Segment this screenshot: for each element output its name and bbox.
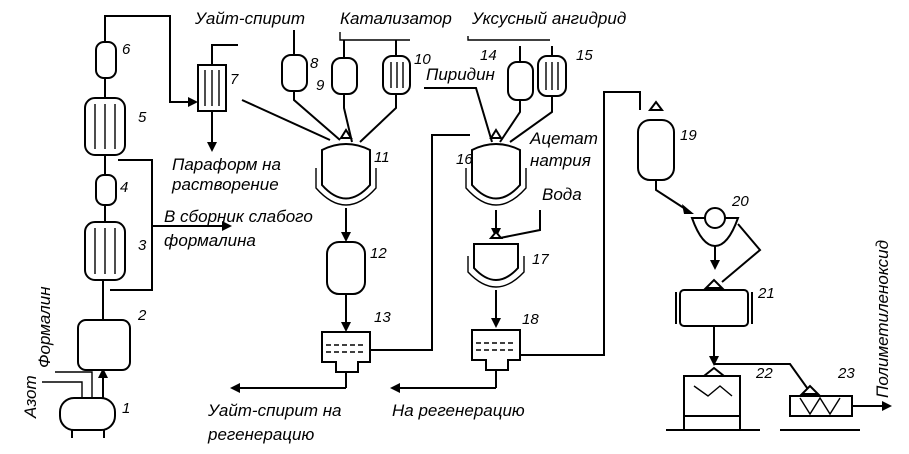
reactor-11 <box>321 143 371 200</box>
unit-number: 7 <box>230 71 239 88</box>
vessel-6 <box>95 41 117 79</box>
unit-number: 11 <box>374 149 390 166</box>
label-formalin: Формалин <box>35 286 54 368</box>
pipe-6-7 <box>104 15 196 103</box>
label-water: Вода <box>542 185 582 204</box>
unit-number: 15 <box>576 47 593 64</box>
vessel-4 <box>95 174 117 206</box>
centrifuge-20 <box>690 217 740 248</box>
unit-22 <box>683 375 741 417</box>
vessel-19 <box>637 119 675 181</box>
unit-number: 6 <box>122 41 131 58</box>
reactor-16 <box>471 143 521 200</box>
unit-number: 16 <box>456 151 473 168</box>
unit-number: 14 <box>480 47 497 64</box>
unit-number: 4 <box>120 179 128 196</box>
label-sodium-acetate: Ацетат <box>529 129 598 148</box>
unit-number: 19 <box>680 127 697 144</box>
unit-number: 9 <box>316 77 325 94</box>
unit-number: 12 <box>370 245 387 262</box>
unit-number: 17 <box>532 251 549 268</box>
dryer-21 <box>679 289 749 327</box>
unit-number: 20 <box>731 193 749 210</box>
unit-number: 10 <box>414 51 431 68</box>
vessel-9 <box>331 57 358 95</box>
label-weak-formalin: В сборник слабого <box>164 207 313 226</box>
label-paraform: Параформ на <box>172 155 281 174</box>
unit-number: 1 <box>122 400 130 417</box>
unit-number: 3 <box>138 237 147 254</box>
unit-number: 5 <box>138 109 147 126</box>
vessel-12 <box>326 241 366 295</box>
label-sodium-acetate-2: натрия <box>530 151 591 170</box>
label-product: Полиметиленоксид <box>873 240 892 398</box>
vessel-1 <box>59 397 116 431</box>
label-white-spirit-regen: Уайт-спирит на <box>207 401 342 420</box>
vessel-8 <box>281 54 308 92</box>
pipe-formalin <box>55 371 93 398</box>
label-nitrogen: Азот <box>21 375 40 419</box>
label-acetic-anhydride: Уксусный ангидрид <box>471 9 626 28</box>
label-to-regen: На регенерацию <box>392 401 525 420</box>
unit-number: 2 <box>137 307 147 324</box>
vessel-17 <box>473 243 519 281</box>
pipe-nitrogen <box>42 381 83 398</box>
unit-number: 23 <box>837 365 855 382</box>
label-white-spirit-regen-2: регенерацию <box>207 425 314 444</box>
unit-number: 18 <box>522 311 539 328</box>
vessel-14 <box>507 61 534 101</box>
unit-number: 22 <box>755 365 773 382</box>
arrow <box>98 368 108 378</box>
vessel-2 <box>77 319 131 371</box>
unit-number: 8 <box>310 55 319 72</box>
label-weak-formalin-2: формалина <box>164 231 256 250</box>
label-white-spirit-in: Уайт-спирит <box>194 9 305 28</box>
unit-number: 13 <box>374 309 391 326</box>
label-paraform-2: растворение <box>171 175 279 194</box>
label-catalyst: Катализатор <box>340 9 452 28</box>
unit-number: 21 <box>757 285 775 302</box>
label-pyridine: Пиридин <box>426 65 496 84</box>
